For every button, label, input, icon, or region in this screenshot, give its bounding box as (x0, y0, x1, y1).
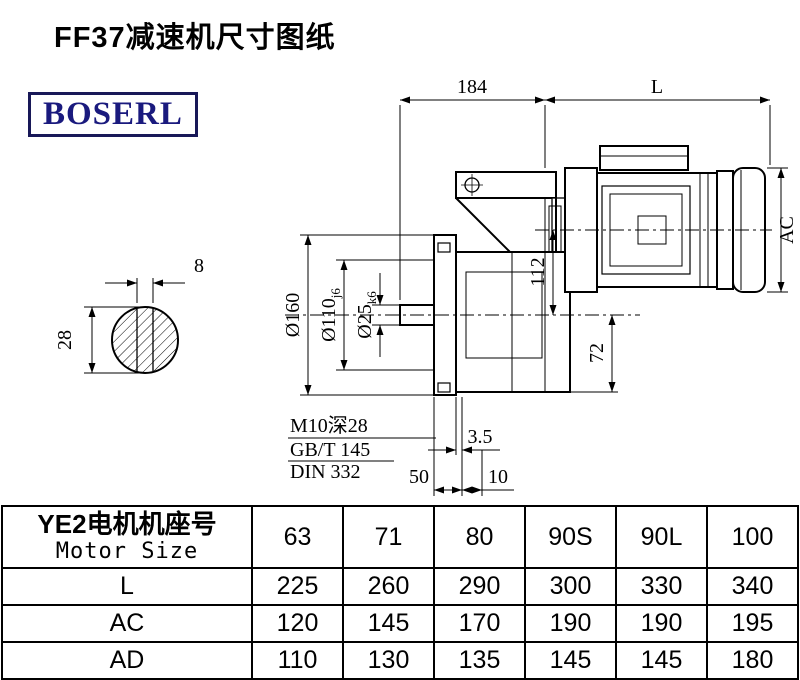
header-motor-size-en: Motor Size (55, 539, 199, 564)
cell-L-90s: 300 (524, 567, 617, 606)
dim-label-10: 10 (488, 466, 508, 488)
dim-label-3-5: 3.5 (468, 426, 493, 448)
dim-label-d25-tolerance: k6 (364, 291, 379, 305)
cell-AD-71: 130 (342, 641, 435, 680)
dim-label-L: L (651, 76, 663, 98)
cell-AD-63: 110 (251, 641, 344, 680)
dim-label-112: 112 (527, 257, 549, 286)
cell-AC-71: 145 (342, 604, 435, 643)
cell-AC-80: 170 (433, 604, 526, 643)
motor-size-63: 63 (251, 505, 344, 569)
dim-label-d110: Ø110j6 (318, 288, 343, 342)
dim-label-d160: Ø160 (282, 293, 304, 337)
header-motor-size-cn: YE2电机机座号 (37, 509, 217, 539)
motor-size-90l: 90L (615, 505, 708, 569)
motor-size-71: 71 (342, 505, 435, 569)
motor-dimension-table: YE2电机机座号 Motor Size 63 71 80 90S 90L 100… (1, 505, 799, 680)
dimension-labels: 184 L AC Ø160 Ø110j6 Ø25k6 112 72 8 28 M… (54, 76, 798, 488)
motor-size-80: 80 (433, 505, 526, 569)
dim-label-d110-tolerance: j6 (328, 288, 343, 300)
dim-label-8: 8 (194, 255, 204, 277)
table-row-L: L 225 260 290 300 330 340 (1, 567, 799, 606)
row-label-AD: AD (1, 641, 253, 680)
motor-size-90s: 90S (524, 505, 617, 569)
lifting-eye-icon (461, 174, 483, 196)
cell-AD-80: 135 (433, 641, 526, 680)
cell-AC-100: 195 (706, 604, 799, 643)
cell-AD-100: 180 (706, 641, 799, 680)
note-thread: M10深28 (290, 414, 368, 437)
cell-L-80: 290 (433, 567, 526, 606)
cell-AD-90s: 145 (524, 641, 617, 680)
brand-logo: BOSERL (28, 92, 198, 137)
dimension-lines (84, 96, 788, 496)
cell-AC-90s: 190 (524, 604, 617, 643)
technical-drawing: 184 L AC Ø160 Ø110j6 Ø25k6 112 72 8 28 M… (54, 76, 798, 496)
row-label-AC: AC (1, 604, 253, 643)
cell-L-63: 225 (251, 567, 344, 606)
header-motor-size-cell: YE2电机机座号 Motor Size (1, 505, 253, 569)
cell-AC-90l: 190 (615, 604, 708, 643)
dim-label-28: 28 (54, 330, 76, 350)
note-din-standard: DIN 332 (290, 461, 361, 483)
table-row-AD: AD 110 130 135 145 145 180 (1, 641, 799, 680)
page-title: FF37减速机尺寸图纸 (54, 22, 336, 54)
cell-AD-90l: 145 (615, 641, 708, 680)
note-gb-standard: GB/T 145 (290, 439, 370, 461)
dim-label-d25: Ø25k6 (354, 291, 379, 339)
motor-size-100: 100 (706, 505, 799, 569)
cell-AC-63: 120 (251, 604, 344, 643)
dim-label-d25-main: Ø25 (354, 304, 376, 338)
motor-outline (564, 145, 766, 293)
table-header-row: YE2电机机座号 Motor Size 63 71 80 90S 90L 100 (1, 505, 799, 569)
cell-L-90l: 330 (615, 567, 708, 606)
row-label-L: L (1, 567, 253, 606)
dim-label-184: 184 (457, 76, 487, 98)
brand-logo-text: BOSERL (43, 96, 183, 132)
cell-L-71: 260 (342, 567, 435, 606)
dim-label-AC: AC (776, 216, 798, 244)
cell-L-100: 340 (706, 567, 799, 606)
table-row-AC: AC 120 145 170 190 190 195 (1, 604, 799, 643)
dim-label-50: 50 (409, 466, 429, 488)
dim-label-72: 72 (586, 343, 608, 363)
dim-label-d110-main: Ø110 (318, 298, 340, 342)
shaft-section-view (111, 306, 179, 374)
